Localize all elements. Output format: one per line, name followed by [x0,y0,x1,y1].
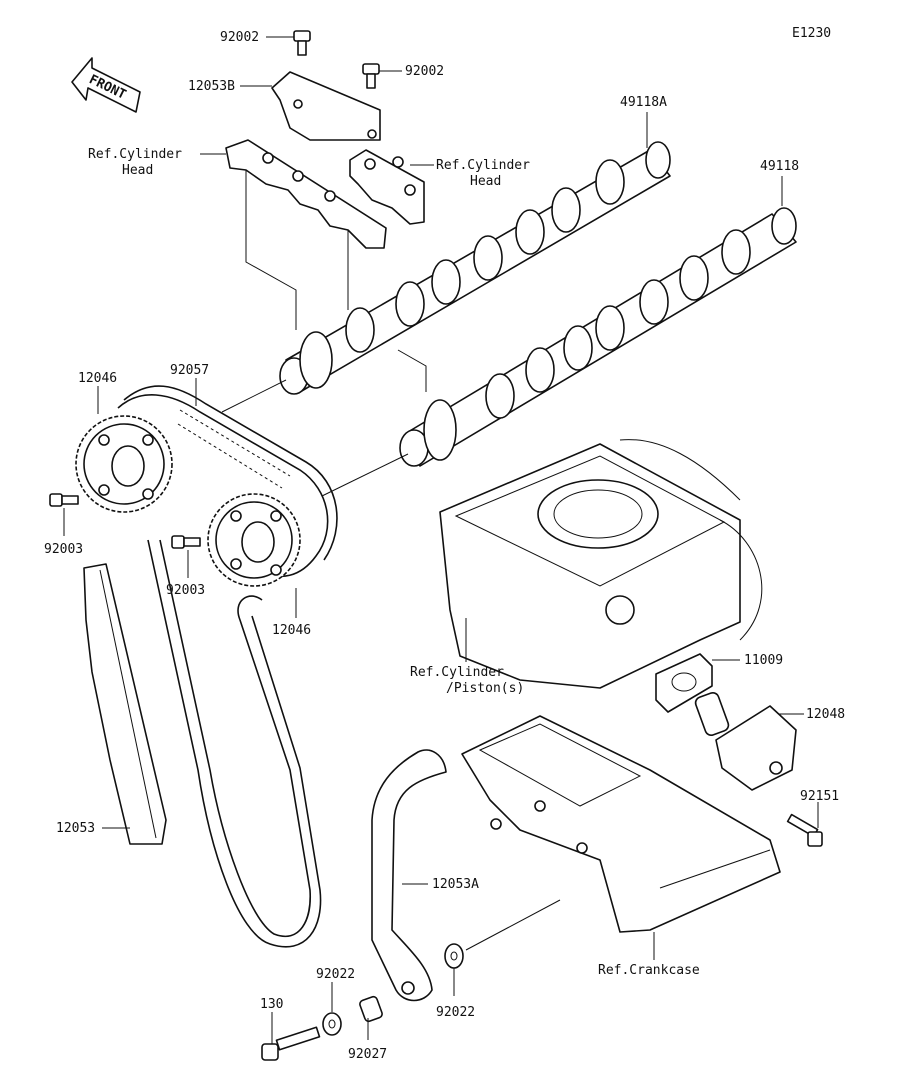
camshaft-49118A [279,141,671,395]
bolt-92003-right [171,535,201,549]
gasket-11009 [655,653,713,713]
label-12046-b: 12046 [272,623,311,638]
bolt-92003-left [49,493,79,507]
label-ref-cyl-head-left-2: Head [122,163,153,178]
camshaft-cap-right [349,149,425,225]
label-ref-cyl-piston-2: /Piston(s) [446,681,524,696]
label-92002-a: 92002 [220,30,259,45]
label-12048: 12048 [806,707,845,722]
cylinder-block [439,439,763,689]
label-92022-a: 92022 [316,967,355,982]
washer-92022-left [322,1012,342,1036]
label-12053A: 12053A [432,877,479,892]
guide-12053A [371,749,447,1002]
label-ref-cyl-head-left-1: Ref.Cylinder [88,147,182,162]
sprocket-12046-left [75,415,173,513]
bolt-92151 [786,813,823,847]
chain-loop [147,539,322,948]
label-49118A: 49118A [620,95,667,110]
guide-12053 [83,563,167,845]
collar-92027 [359,995,383,1023]
label-49118: 49118 [760,159,799,174]
label-92003-b: 92003 [166,583,205,598]
label-92002-b: 92002 [405,64,444,79]
washer-92022-right [444,943,464,969]
label-ref-cyl-head-right-1: Ref.Cylinder [436,158,530,173]
label-ref-crankcase: Ref.Crankcase [598,963,700,978]
label-92057: 92057 [170,363,209,378]
label-12053: 12053 [56,821,95,836]
label-130: 130 [260,997,283,1012]
label-92003-a: 92003 [44,542,83,557]
label-ref-cyl-head-right-2: Head [470,174,501,189]
camshaft-49118 [399,207,797,467]
bolt-130 [261,1026,321,1061]
label-92027: 92027 [348,1047,387,1062]
bolt-92002-top [293,30,311,56]
bolt-92002-right [362,63,380,89]
guide-12053B [271,71,381,141]
camshaft-cap-left [225,139,387,249]
diagram-code: E1230 [792,26,831,41]
front-arrow-icon: FRONT [71,57,141,113]
sprocket-12046-right [207,493,301,587]
label-11009: 11009 [744,653,783,668]
label-12053B: 12053B [188,79,235,94]
label-ref-cyl-piston-1: Ref.Cylinder [410,665,504,680]
label-12046-a: 12046 [78,371,117,386]
chain-92057 [117,385,338,578]
tensioner-12048 [694,691,797,791]
label-92151: 92151 [800,789,839,804]
crankcase [461,715,781,933]
label-92022-b: 92022 [436,1005,475,1020]
